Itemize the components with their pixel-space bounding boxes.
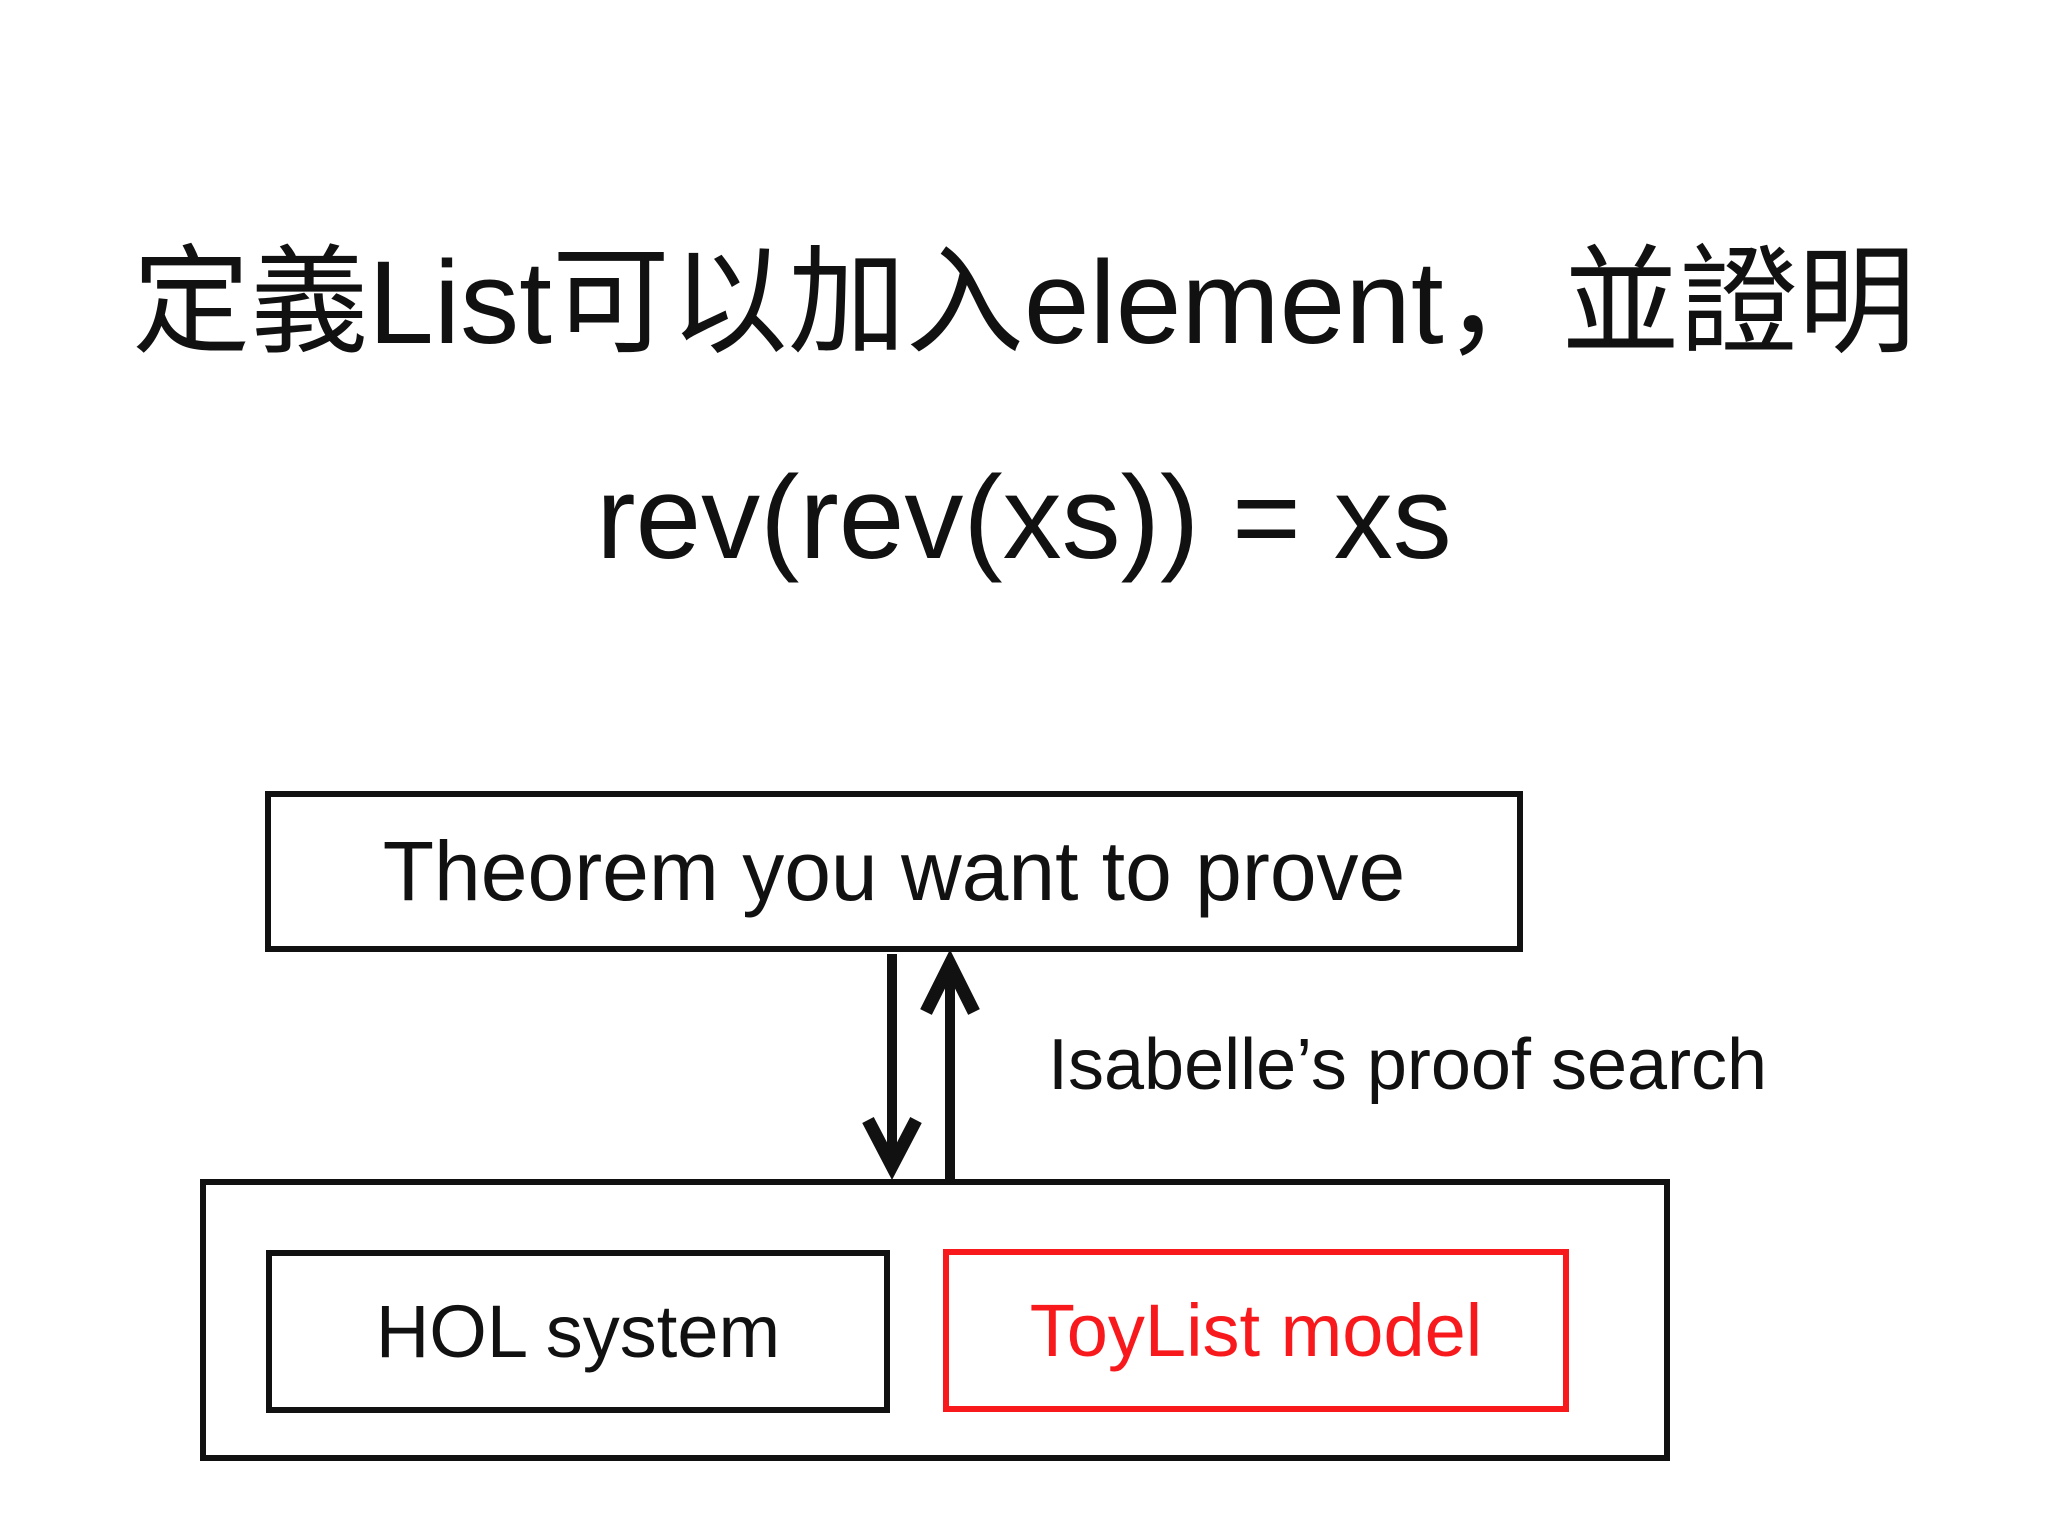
- hol-box: HOL system: [266, 1250, 890, 1413]
- up-arrow-icon: [920, 949, 980, 1184]
- title-line-2: rev(rev(xs)) = xs: [596, 451, 1452, 584]
- toylist-box-label: ToyList model: [1029, 1289, 1483, 1372]
- system-box: HOL system ToyList model: [200, 1179, 1670, 1461]
- arrow-label: Isabelle’s proof search: [1048, 1025, 1768, 1105]
- title-line-1: 定義List可以加入element，並證明: [132, 237, 1916, 369]
- toylist-box: ToyList model: [943, 1249, 1569, 1412]
- hol-box-label: HOL system: [375, 1290, 781, 1373]
- theorem-box-label: Theorem you want to prove: [382, 824, 1406, 918]
- slide-title: 定義List可以加入element，並證明 rev(rev(xs)) = xs: [0, 196, 2048, 626]
- down-arrow-icon: [862, 954, 922, 1181]
- theorem-box: Theorem you want to prove: [265, 791, 1523, 952]
